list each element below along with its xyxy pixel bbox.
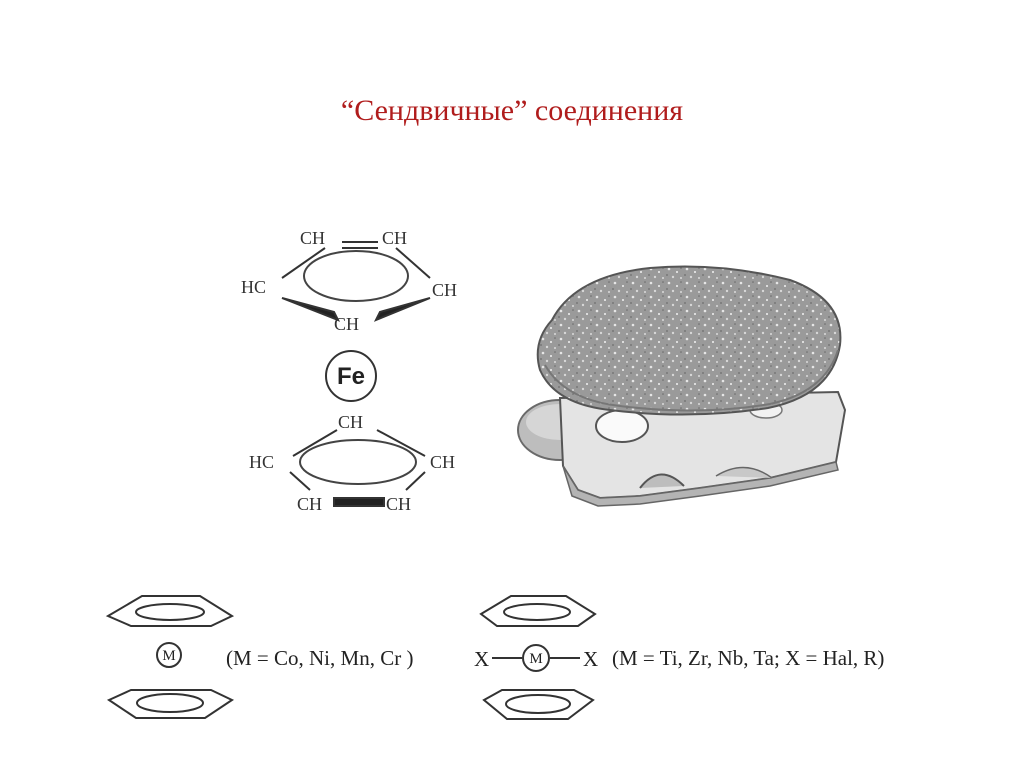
ferrocene-structure: CH CH HC CH CH Fe CH HC CH CH CH — [241, 228, 457, 514]
label-fe: Fe — [337, 363, 365, 390]
ferrocene-metal: Fe — [325, 350, 377, 402]
ferrocene-top-ring: CH CH HC CH CH — [241, 228, 457, 334]
label-ch: CH — [338, 412, 363, 432]
formula-left-text: (M = Co, Ni, Mn, Cr ) — [226, 646, 413, 670]
label-metal: M — [529, 651, 542, 667]
label-metal: M — [162, 648, 175, 664]
label-ch: CH — [300, 228, 325, 248]
ferrocene-bottom-ring: CH HC CH CH CH — [249, 412, 455, 514]
label-ch: CH — [430, 452, 455, 472]
formula-metallocene-dihalide: X M X (M = Ti, Zr, Nb, Ta; X = Hal, R) — [474, 595, 884, 720]
sandwich-illustration — [517, 265, 847, 507]
formula-right-text: (M = Ti, Zr, Nb, Ta; X = Hal, R) — [612, 646, 884, 670]
slide-title: “Сендвичные” соединения — [340, 94, 684, 127]
label-ch: CH — [432, 280, 457, 300]
label-x: X — [583, 647, 598, 671]
label-x: X — [474, 647, 489, 671]
label-ch: CH — [334, 314, 359, 334]
label-hc: HC — [249, 452, 274, 472]
label-hc: HC — [241, 277, 266, 297]
label-ch: CH — [386, 494, 411, 514]
label-ch: CH — [297, 494, 322, 514]
formula-metallocene: M (M = Co, Ni, Mn, Cr ) — [105, 595, 413, 719]
label-ch: CH — [382, 228, 407, 248]
